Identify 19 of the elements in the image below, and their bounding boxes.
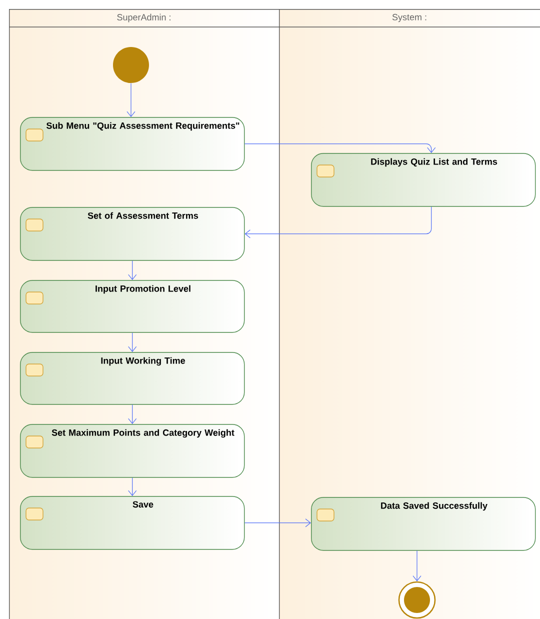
action-box: Sub Menu "Quiz Assessment Requirements": [20, 117, 245, 171]
action-box: Set of Assessment Terms: [20, 207, 245, 261]
arrow: [128, 260, 137, 280]
action-box: Input Working Time: [20, 352, 245, 405]
arrow: [244, 518, 311, 528]
action-box: Data Saved Successfully: [311, 497, 536, 551]
action-box: Save: [20, 496, 245, 550]
arrow: [128, 404, 137, 424]
action-box: Displays Quiz List and Terms: [311, 153, 536, 207]
end-node: [398, 581, 436, 619]
arrow: [244, 144, 436, 153]
arrow: [128, 477, 137, 496]
arrow: [412, 550, 422, 582]
arrow: [244, 206, 432, 238]
arrow: [126, 82, 136, 118]
start-node: [113, 47, 149, 83]
action-box: Set Maximum Points and Category Weight: [20, 424, 245, 478]
arrow: [128, 332, 137, 352]
action-box: Input Promotion Level: [20, 280, 245, 333]
